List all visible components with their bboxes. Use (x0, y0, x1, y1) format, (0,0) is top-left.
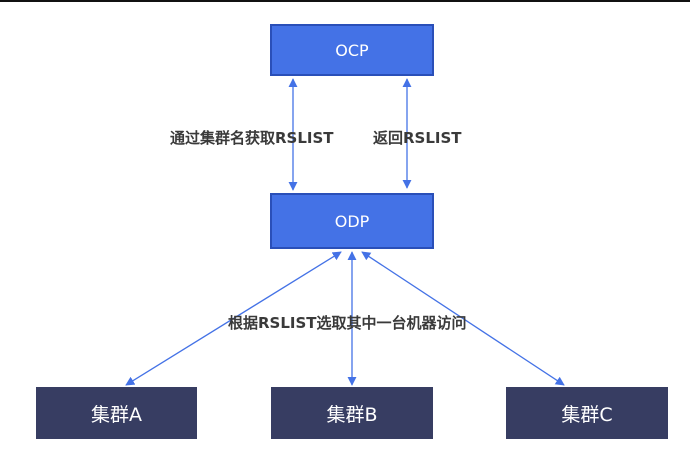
odp-node: ODP (270, 193, 434, 249)
cluster-b-node: 集群B (271, 387, 433, 439)
top-border-line (0, 0, 690, 2)
cluster-c-node: 集群C (506, 387, 668, 439)
cluster-c-label: 集群C (561, 403, 613, 426)
cluster-a-node: 集群A (36, 387, 197, 439)
get-rslist-label: 通过集群名获取RSLIST (170, 129, 334, 147)
ocp-node: OCP (270, 24, 434, 76)
cluster-a-label: 集群A (91, 403, 142, 426)
return-rslist-label: 返回RSLIST (373, 129, 462, 147)
arrow-odp-cluster-a (125, 251, 342, 386)
ocp-node-label: OCP (335, 40, 369, 60)
arrow-odp-cluster-c (361, 251, 565, 386)
odp-node-label: ODP (334, 211, 370, 231)
select-machine-label: 根据RSLIST选取其中一台机器访问 (228, 314, 467, 332)
cluster-b-label: 集群B (326, 403, 378, 426)
